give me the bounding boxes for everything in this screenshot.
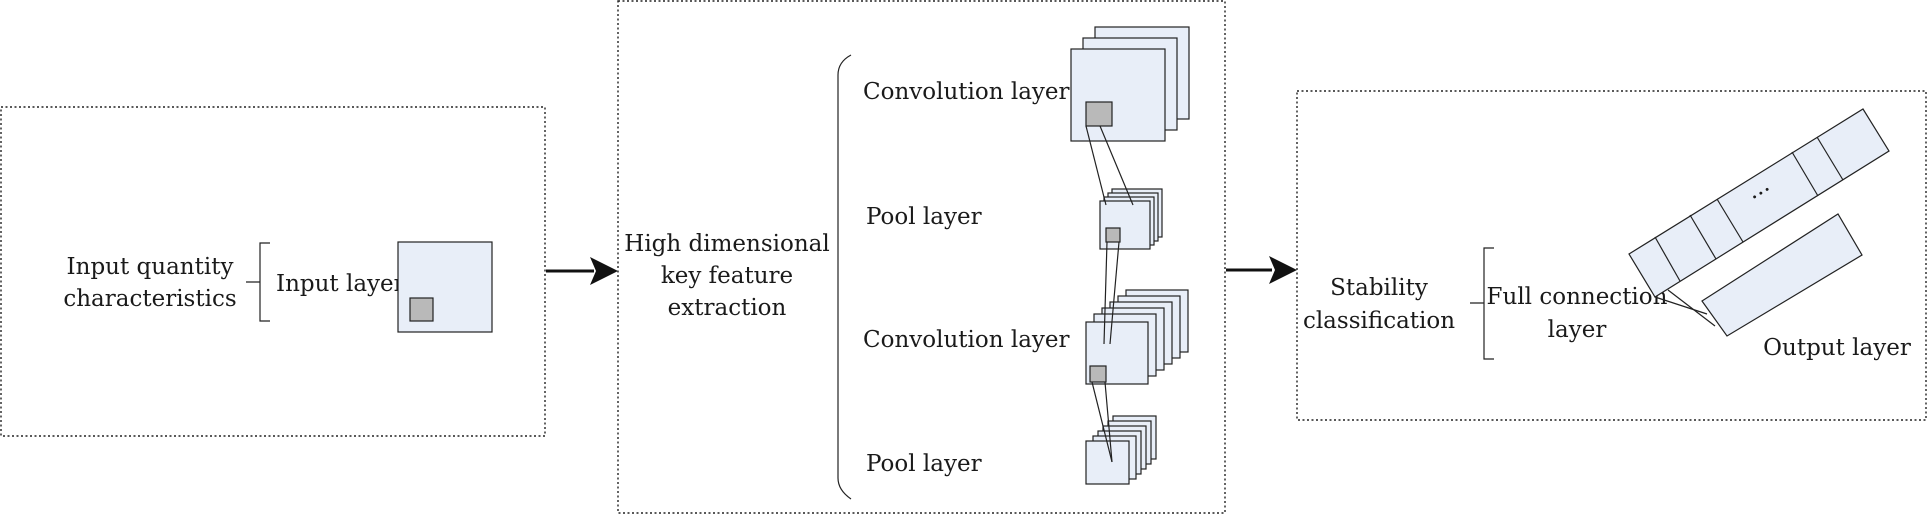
conv1-label: Convolution layer <box>863 79 1070 105</box>
feature-brace <box>837 54 852 500</box>
pool1-label: Pool layer <box>866 204 982 230</box>
input-group-label-line1: Input quantity <box>67 254 234 280</box>
input-brace <box>246 242 270 322</box>
input-group-label-line2: characteristics <box>63 286 236 312</box>
output-layer-label: Output layer <box>1763 335 1911 361</box>
pool2-label: Pool layer <box>866 451 982 477</box>
feature-group-label-line3: extraction <box>668 295 787 321</box>
classify-group-label-line1: Stability <box>1330 275 1428 301</box>
classification-panel <box>1296 90 1927 421</box>
classify-brace <box>1470 247 1494 360</box>
output-layer <box>1701 213 1863 337</box>
arrow-to-feature-extraction <box>546 257 618 285</box>
conv2-feature-maps <box>1085 289 1189 385</box>
conv2-to-pool2-lines <box>1091 381 1113 463</box>
pool1-to-conv2-lines <box>1103 241 1120 345</box>
conv1-to-pool1-lines <box>1085 125 1134 206</box>
conv2-kernel <box>1089 365 1107 383</box>
feature-group-label-line1: High dimensional <box>624 231 829 257</box>
pool1-feature-maps <box>1099 188 1163 250</box>
conv1-feature-maps <box>1070 26 1190 142</box>
full-connection-layer <box>1628 108 1890 298</box>
pool2-feature-maps <box>1085 415 1157 485</box>
input-layer-label: Input layer <box>276 271 405 297</box>
input-feature-map <box>397 241 493 333</box>
feature-group-label-line2: key feature <box>661 263 793 289</box>
arrow-to-classification <box>1226 256 1297 284</box>
input-panel <box>0 106 546 437</box>
pool1-kernel <box>1105 227 1121 243</box>
classify-group-label-line2: classification <box>1303 308 1455 334</box>
feature-extraction-panel <box>617 0 1226 514</box>
fc-to-output-lines <box>1654 289 1716 327</box>
conv2-label: Convolution layer <box>863 327 1070 353</box>
fc-label-line1: Full connection <box>1487 284 1668 310</box>
input-kernel <box>409 297 434 322</box>
fc-label-line2: layer <box>1548 317 1607 343</box>
conv1-kernel <box>1085 101 1113 127</box>
